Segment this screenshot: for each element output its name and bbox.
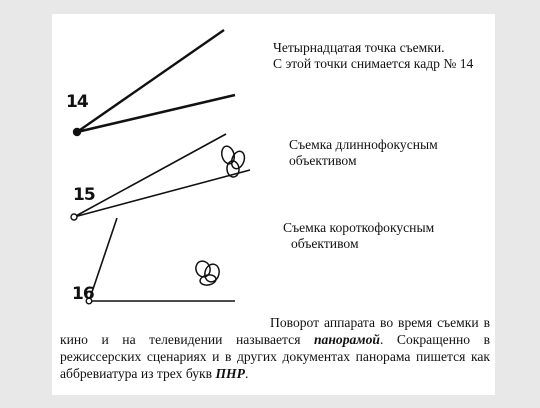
paragraph-term: панорамой — [314, 332, 380, 347]
shot-15-camera-point — [70, 213, 78, 221]
shot-15-caption-line-1: Съемка длиннофокусным — [289, 137, 438, 152]
shot-16-caption: Съемка короткофокусным объективом — [283, 220, 434, 252]
paragraph-text-mid: . Сокращенно в режиссерских сценариях и … — [60, 332, 491, 381]
shot-14-caption-line-2: С этой точки снимается кадр № 14 — [273, 56, 474, 71]
shot-15-lower-ray — [73, 169, 251, 218]
book-page: 14 15 16 Четырнадцатая точка съемки. С э… — [52, 14, 495, 395]
shot-14-caption-line-1: Четырнадцатая точка съемки. — [273, 40, 445, 55]
shot-16-caption-line-1: Съемка короткофокусным — [283, 220, 435, 235]
shot-15-subject-figure — [221, 145, 246, 178]
shot-15-caption-line-2: объективом — [289, 153, 357, 168]
shot-16-subject-figure — [195, 260, 220, 286]
shot-15-upper-ray — [73, 133, 227, 218]
panorama-paragraph: Поворот аппарата во время съемки в кино … — [60, 314, 490, 382]
shot-14-lower-ray — [76, 93, 236, 134]
shot-15-number: 15 — [73, 185, 96, 205]
paragraph-text-start: Поворот аппарата во время съемки в кино … — [60, 315, 490, 347]
shot-16-number: 16 — [72, 284, 95, 304]
paragraph-abbreviation: ПНР — [215, 366, 245, 381]
shot-15-caption: Съемка длиннофокусным объективом — [289, 137, 438, 169]
camera-angle-diagram — [70, 29, 251, 305]
shot-14-upper-ray — [76, 29, 225, 133]
shot-16-caption-line-2: объективом — [291, 236, 359, 251]
paragraph-text-end: . — [244, 366, 249, 381]
shot-14-caption: Четырнадцатая точка съемки. С этой точки… — [273, 40, 473, 72]
shot-14-number: 14 — [66, 92, 89, 112]
shot-16-left-ray — [88, 217, 118, 302]
shot-14-camera-point — [72, 127, 82, 137]
shot-16-camera-point — [85, 297, 93, 305]
